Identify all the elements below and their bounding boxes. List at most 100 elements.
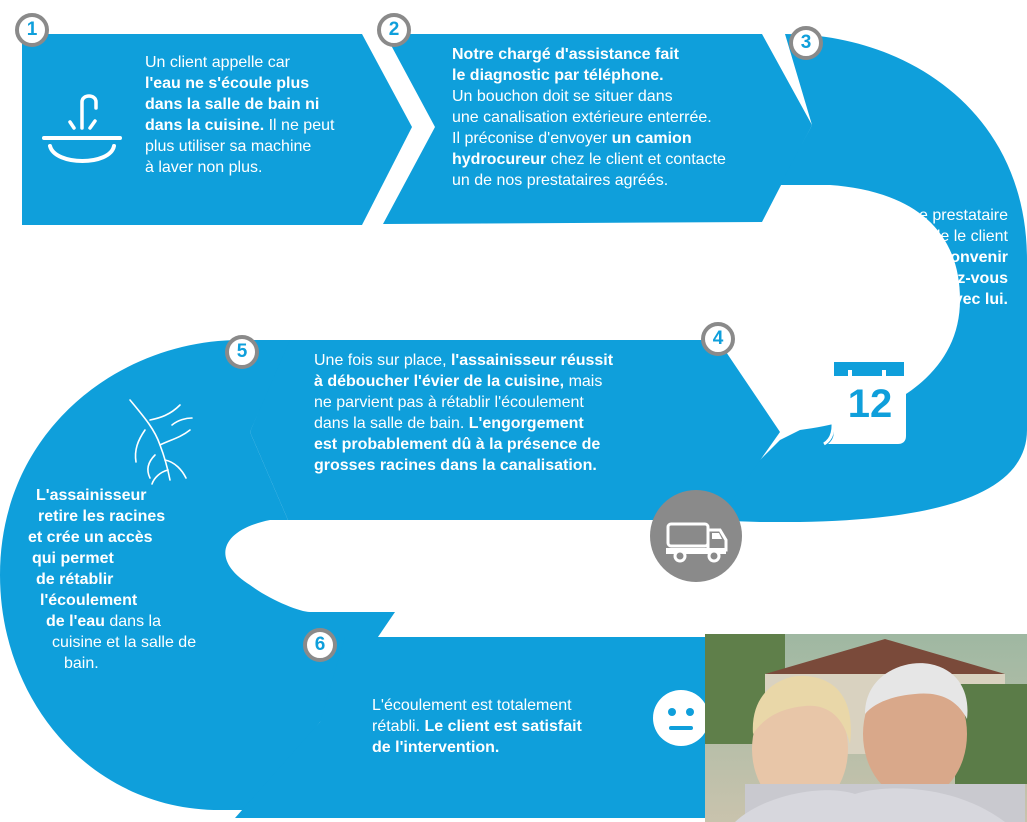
line-text: avec lui.: [944, 291, 1008, 308]
step-1-badge: 1: [15, 13, 49, 47]
line-text: dans la cuisine.: [145, 117, 265, 134]
step-3-line: d'un rendez-vous: [820, 268, 1008, 289]
step-5-text: L'assainisseur retire les racines et crée …: [28, 485, 268, 674]
line-text: de l'intervention.: [372, 739, 500, 756]
step-2-line: le diagnostic par téléphone.: [452, 65, 726, 86]
line-text: rétabli.: [372, 718, 421, 735]
step-6-line: L'écoulement est totalement: [372, 695, 582, 716]
line-text: Un client appelle car: [145, 54, 290, 71]
line-tail-bold: convenir: [936, 249, 1008, 266]
step-5-line: qui permet: [28, 548, 268, 569]
step-3-curve: [700, 34, 1027, 522]
step-4-text: Une fois sur place, l'assainisseur réuss…: [314, 350, 613, 476]
line-text: dans la salle de bain ni: [145, 96, 320, 113]
step-5-line: L'assainisseur: [28, 485, 268, 506]
line-tail-bold: l'assainisseur réussit: [446, 352, 614, 369]
step-6-line: de l'intervention.: [372, 737, 582, 758]
step-1-text: Un client appelle car l'eau ne s'écoule p…: [145, 52, 334, 178]
line-text: grosses racines dans la canalisation.: [314, 457, 597, 474]
step-5-badge: 5: [225, 335, 259, 369]
line-text: dans la salle de bain.: [314, 415, 465, 432]
step-3-line: Le prestataire: [820, 205, 1008, 226]
step-5-line: de l'eau dans la: [28, 611, 268, 632]
step-3-line: rappelle le client: [820, 226, 1008, 247]
step-2-line: hydrocureur chez le client et contacte: [452, 149, 726, 170]
step-4-badge: 4: [701, 322, 735, 356]
line-text: un de nos prestataires agréés.: [452, 172, 669, 189]
line-text: rappelle le client: [892, 228, 1008, 245]
line-text: de rétablir: [36, 571, 114, 588]
step-4-line: Une fois sur place, l'assainisseur réuss…: [314, 350, 613, 371]
line-text: le diagnostic par téléphone.: [452, 67, 664, 84]
sink-icon: [42, 94, 122, 163]
truck-icon: [650, 490, 742, 582]
step-2-line: Notre chargé d'assistance fait: [452, 44, 726, 65]
line-text: ne parvient pas à rétablir l'écoulement: [314, 394, 584, 411]
step-1-line: l'eau ne s'écoule plus: [145, 73, 334, 94]
step-2-badge: 2: [377, 13, 411, 47]
step-4-line: ne parvient pas à rétablir l'écoulement: [314, 392, 613, 413]
step-4-line: à déboucher l'évier de la cuisine, mais: [314, 371, 613, 392]
step-6-badge: 6: [303, 628, 337, 662]
step-6-block: [235, 637, 770, 818]
line-text: et crée un accès: [28, 529, 153, 546]
step-1-line: plus utiliser sa machine: [145, 136, 334, 157]
step-4-line: dans la salle de bain. L'engorgement: [314, 413, 613, 434]
smiley-icon: [651, 688, 711, 748]
step-4-block: [250, 340, 780, 520]
line-text: Notre chargé d'assistance fait: [452, 46, 679, 63]
line-text: à déboucher l'évier de la cuisine,: [314, 373, 565, 390]
line-text: qui permet: [32, 550, 114, 567]
step-3-badge: 3: [789, 26, 823, 60]
calendar-day: 12: [847, 382, 893, 426]
line-tail: dans la: [104, 613, 161, 630]
step-5-line: retire les racines: [28, 506, 268, 527]
couple-photo: [705, 634, 1027, 822]
line-text: hydrocureur: [452, 151, 547, 168]
line-text: retire les racines: [38, 508, 166, 525]
step-1-line: dans la salle de bain ni: [145, 94, 334, 115]
step-5-line: de rétablir: [28, 569, 268, 590]
line-tail-bold: Le client est satisfait: [420, 718, 582, 735]
line-text: de l'eau: [46, 613, 105, 630]
step-4-line: grosses racines dans la canalisation.: [314, 455, 613, 476]
line-text: à laver non plus.: [145, 159, 263, 176]
step-5-curve: [0, 340, 395, 810]
line-tail: Il ne peut: [264, 117, 335, 134]
step-1-line: dans la cuisine. Il ne peut: [145, 115, 334, 136]
line-text: pour: [904, 249, 937, 266]
line-text: Une fois sur place,: [314, 352, 447, 369]
line-text: L'assainisseur: [36, 487, 147, 504]
step-2-line: Un bouchon doit se situer dans: [452, 86, 726, 107]
line-text: l'eau ne s'écoule plus: [145, 75, 310, 92]
step-1-line: Un client appelle car: [145, 52, 334, 73]
calendar-icon: 12: [818, 356, 910, 448]
roots-icon: [129, 399, 193, 485]
line-text: cuisine et la salle de: [52, 634, 197, 651]
line-tail: mais: [564, 373, 603, 390]
step-4-line: est probablement dû à la présence de: [314, 434, 613, 455]
step-1-line: à laver non plus.: [145, 157, 334, 178]
line-tail: chez le client et contacte: [546, 151, 726, 168]
step-2-line: un de nos prestataires agréés.: [452, 170, 726, 191]
step-2-line: Il préconise d'envoyer un camion: [452, 128, 726, 149]
step-5-line: cuisine et la salle de: [28, 632, 268, 653]
line-text: bain.: [64, 655, 99, 672]
step-5-line: et crée un accès: [28, 527, 268, 548]
line-text: Il préconise d'envoyer: [452, 130, 608, 147]
step-2-line: une canalisation extérieure enterrée.: [452, 107, 726, 128]
step-3-line: pour convenir: [820, 247, 1008, 268]
line-text: est probablement dû à la présence de: [314, 436, 601, 453]
step-5-line: l'écoulement: [28, 590, 268, 611]
line-text: d'un rendez-vous: [876, 270, 1008, 287]
step-5-line: bain.: [28, 653, 268, 674]
line-text: une canalisation extérieure enterrée.: [452, 109, 712, 126]
line-text: Un bouchon doit se situer dans: [452, 88, 673, 105]
step-6-text: L'écoulement est totalement rétabli. Le c…: [372, 695, 582, 758]
line-text: Le prestataire: [910, 207, 1008, 224]
line-text: plus utiliser sa machine: [145, 138, 312, 155]
line-text: l'écoulement: [40, 592, 138, 609]
step-2-text: Notre chargé d'assistance fait le diagnos…: [452, 44, 726, 191]
step-3-text: Le prestataire rappelle le client pour con…: [820, 205, 1008, 310]
